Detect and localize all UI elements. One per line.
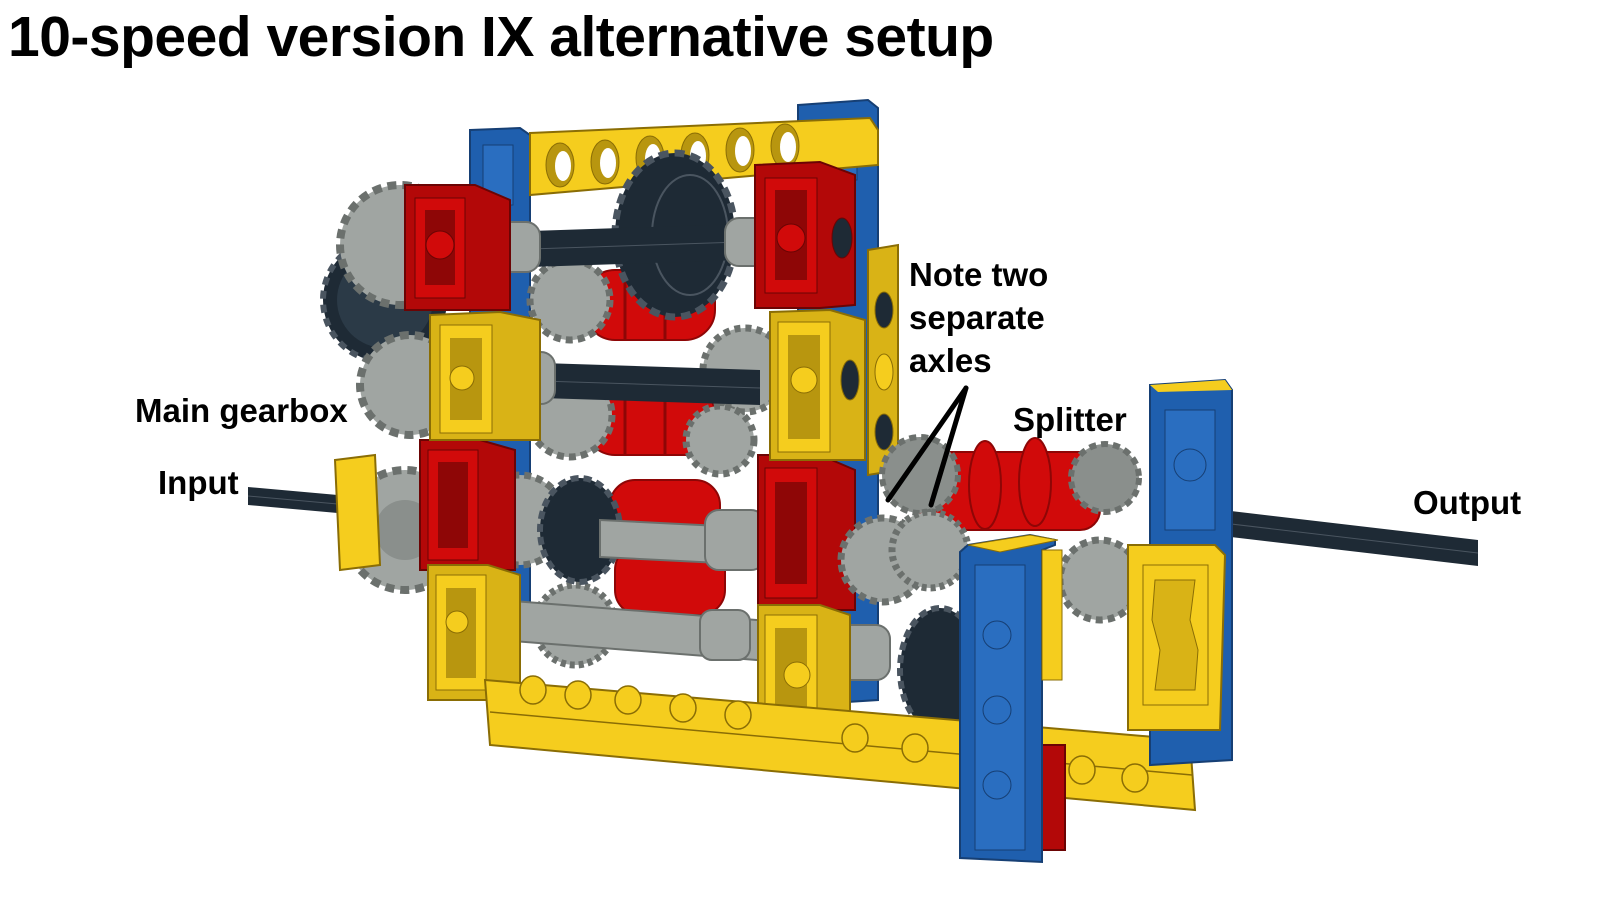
label-note-line-2: separate <box>909 299 1045 336</box>
note-pointer-lines <box>885 385 969 508</box>
label-note-line-1: Note two <box>909 256 1049 293</box>
red-brick-top-right <box>754 160 856 309</box>
label-splitter: Splitter <box>1013 401 1127 438</box>
label-note-line-3: axles <box>909 342 992 379</box>
red-brick-mid-right <box>757 454 856 611</box>
yellow-brick-right-upper <box>769 308 866 461</box>
splitter-yellow-brick <box>1127 544 1227 731</box>
yellow-brick-left-upper <box>429 310 541 441</box>
red-brick-mid-left <box>419 439 516 571</box>
splitter-red-clutch <box>919 437 1101 531</box>
small-red-brick <box>1039 744 1066 851</box>
label-output: Output <box>1413 484 1522 521</box>
page-title: 10-speed version IX alternative setup <box>8 5 994 69</box>
red-brick-top-left <box>404 184 511 311</box>
input-yellow-brick <box>333 453 382 572</box>
yellow-brick-left-lower <box>427 564 521 701</box>
splitter-gray-gears <box>837 434 1144 624</box>
label-main-gearbox: Main gearbox <box>135 392 348 429</box>
label-input: Input <box>158 464 239 501</box>
right-yellow-vertical-beam <box>867 243 899 477</box>
front-blue-beam <box>959 533 1063 864</box>
